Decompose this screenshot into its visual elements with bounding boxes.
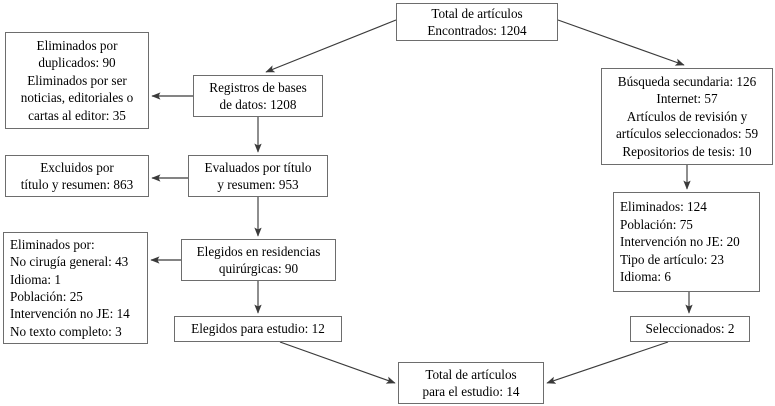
node-text-line: Total de artículos	[425, 366, 517, 382]
node-text-line: Intervención no JE: 20	[620, 234, 740, 250]
edge-seleccionados-to-total	[546, 341, 669, 384]
node-text-line: y resumen: 953	[217, 177, 299, 192]
node-text-line: noticias, editoriales o	[20, 90, 134, 106]
registros-bases-datos-box: Registros de bases de datos: 1208	[193, 75, 323, 117]
node-text-line: Tipo de artículo: 23	[620, 251, 724, 267]
node-text-line: Población: 75	[620, 216, 693, 232]
node-text-line: cartas al editor: 35	[28, 107, 126, 123]
node-text-line: de datos: 1208	[219, 97, 297, 112]
node-text-line: Excluidos por	[40, 159, 114, 175]
edge-total-to-busqueda	[557, 19, 685, 66]
node-text-line: artículos seleccionados: 59	[615, 126, 759, 142]
node-text-line: para el estudio: 14	[422, 384, 520, 399]
node-text-line: Eliminados por:	[10, 236, 95, 252]
elegidos-residencias-quirurgicas-box: Elegidos en residencias quirúrgicas: 90	[181, 239, 336, 281]
total-articulos-estudio-box: Total de artículos para el estudio: 14	[398, 362, 544, 404]
node-text-line: Seleccionados: 2	[645, 321, 735, 337]
evaluados-titulo-resumen-box: Evaluados por título y resumen: 953	[188, 155, 328, 197]
node-text-line: Idioma: 1	[10, 271, 61, 287]
node-text-line: Intervención no JE: 14	[10, 306, 130, 322]
node-text-line: No texto completo: 3	[10, 323, 122, 339]
node-text-line: Elegidos para estudio: 12	[191, 321, 325, 337]
node-text-line: título y resumen: 863	[20, 177, 134, 192]
node-text-line: Idioma: 6	[620, 269, 671, 285]
node-text-line: Repositorios de tesis: 10	[622, 143, 752, 159]
seleccionados-box: Seleccionados: 2	[630, 316, 750, 342]
node-text-line: Eliminados por	[36, 37, 118, 53]
edge-total-to-registros	[265, 19, 397, 73]
edge-elegidos-estudio-to-total	[279, 341, 396, 384]
node-text-line: Total de artículos	[431, 5, 523, 21]
node-text-line: Eliminados por ser	[27, 72, 127, 88]
node-text-line: Búsqueda secundaria: 126	[617, 73, 757, 89]
node-text-line: Población: 25	[10, 289, 83, 304]
node-text-line: No cirugía general: 43	[10, 254, 129, 270]
node-text-line: Elegidos en residencias	[196, 243, 321, 259]
node-text-line: Evaluados por título	[204, 159, 312, 175]
node-text-line: duplicados: 90	[38, 55, 116, 71]
node-text-line: Encontrados: 1204	[427, 23, 527, 38]
node-text-line: Registros de bases	[209, 79, 307, 95]
excluidos-titulo-resumen-box: Excluidos por título y resumen: 863	[5, 155, 149, 197]
node-text-line: quirúrgicas: 90	[218, 261, 299, 276]
elegidos-para-estudio-box: Elegidos para estudio: 12	[174, 316, 342, 342]
node-text-line: Internet: 57	[656, 91, 718, 107]
node-text-line: Artículos de revisión y	[626, 108, 748, 124]
node-text-line: Eliminados: 124	[620, 199, 707, 215]
